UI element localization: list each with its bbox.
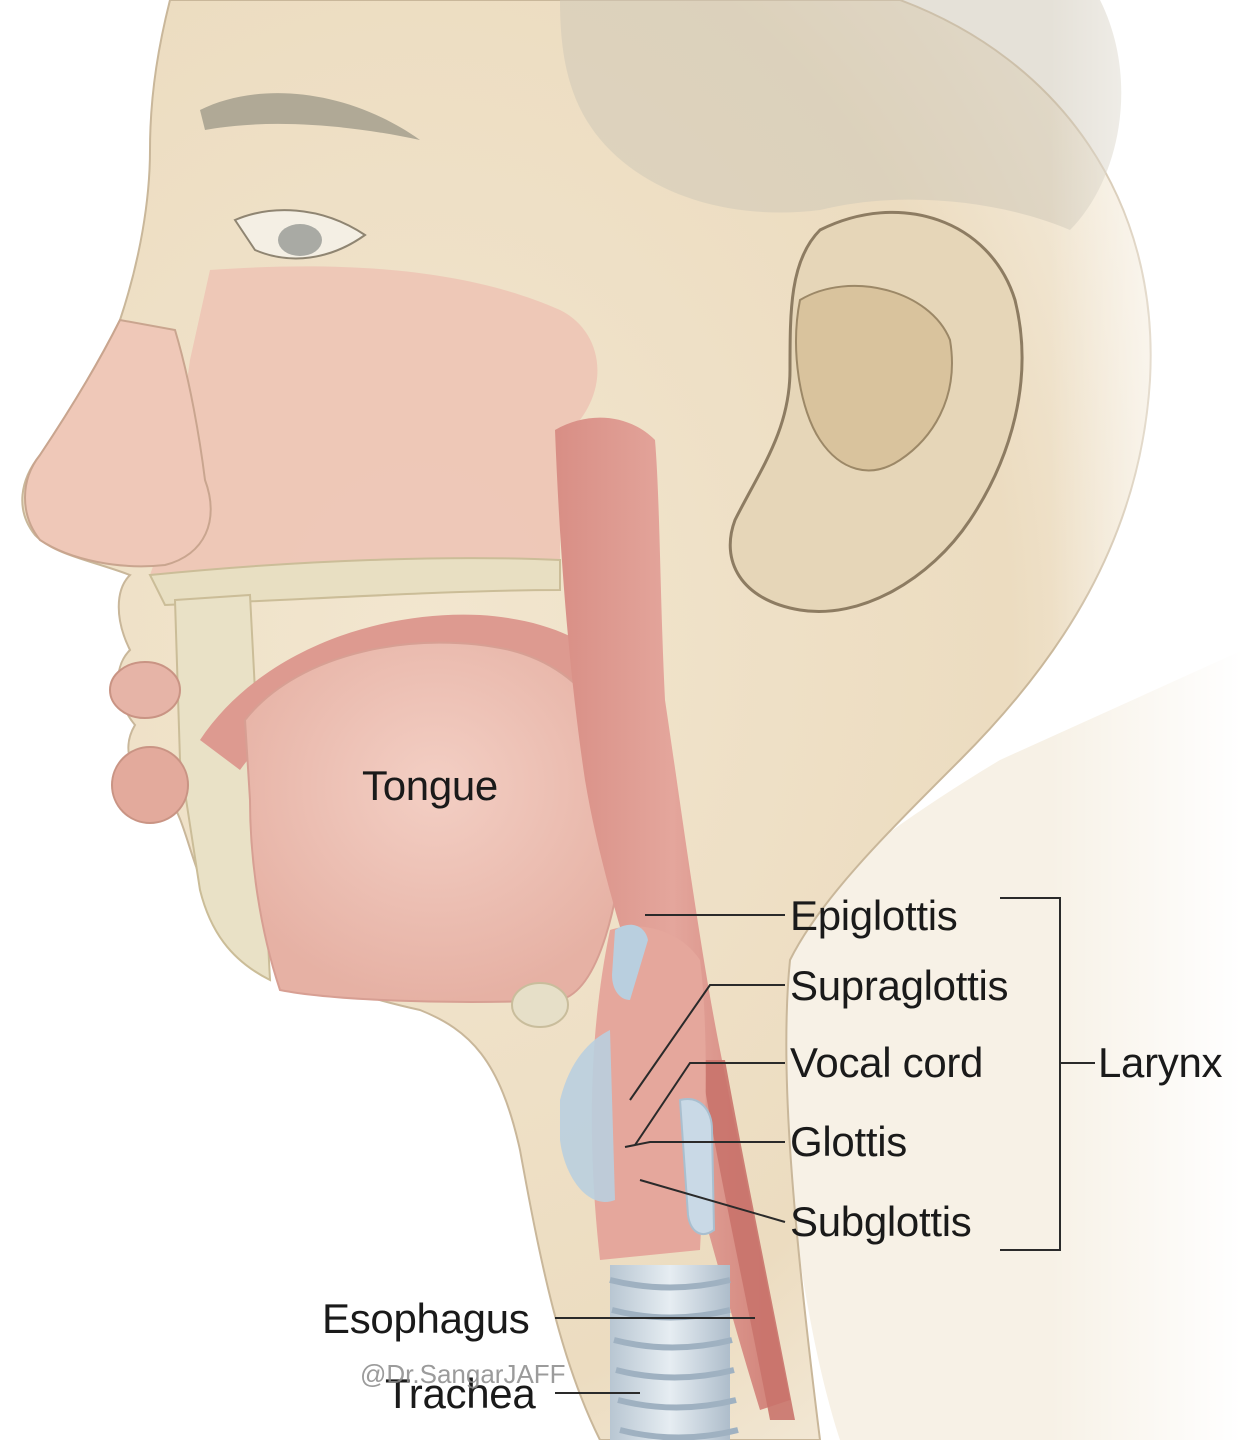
esophagus-label: Esophagus xyxy=(322,1298,529,1340)
right-fade xyxy=(1050,0,1243,1440)
nasal-cavity xyxy=(150,266,597,575)
glottis-label: Glottis xyxy=(790,1121,907,1163)
epiglottis-label: Epiglottis xyxy=(790,895,957,937)
tongue-shape xyxy=(245,643,625,1002)
iris xyxy=(278,224,322,256)
lower-lip xyxy=(112,747,188,823)
nose xyxy=(25,320,211,566)
upper-lip xyxy=(110,662,180,718)
larynx-label: Larynx xyxy=(1098,1042,1222,1084)
watermark: @Dr.SangarJAFF xyxy=(360,1361,566,1387)
tongue-label: Tongue xyxy=(362,765,498,807)
vocal-cord-label: Vocal cord xyxy=(790,1042,983,1084)
supraglottis-label: Supraglottis xyxy=(790,965,1008,1007)
hyoid-bone xyxy=(512,983,568,1027)
subglottis-label: Subglottis xyxy=(790,1201,971,1243)
trachea-rings xyxy=(610,1265,738,1440)
